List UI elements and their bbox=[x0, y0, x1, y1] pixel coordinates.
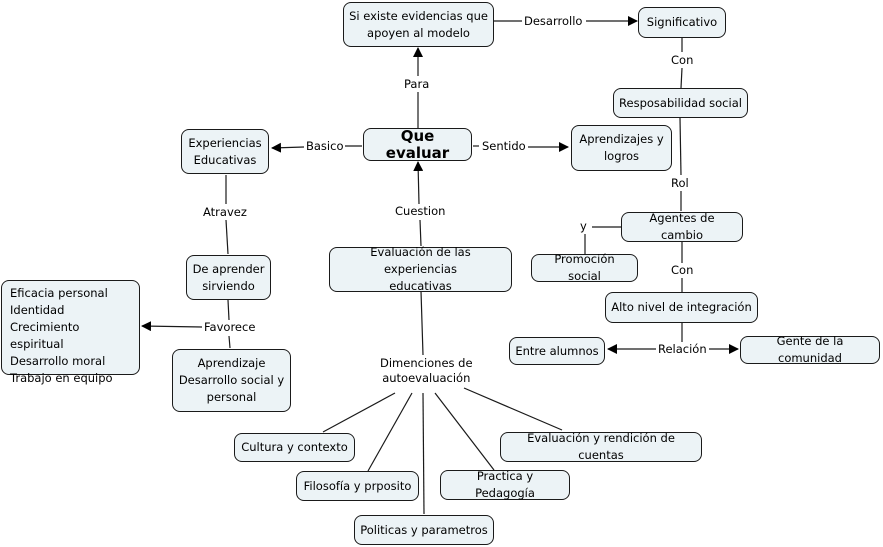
node-que-evaluar[interactable]: Que evaluar bbox=[363, 127, 472, 161]
link-relacion: Relación bbox=[656, 342, 709, 357]
node-filosofia-proposito[interactable]: Filosofía y prposito bbox=[296, 471, 419, 501]
node-aprender-sirviendo[interactable]: De aprender sirviendo bbox=[186, 255, 271, 300]
link-atravez: Atravez bbox=[201, 205, 249, 220]
node-responsabilidad-social[interactable]: Resposabilidad social bbox=[613, 88, 748, 118]
node-significativo[interactable]: Significativo bbox=[638, 7, 726, 38]
node-entre-alumnos[interactable]: Entre alumnos bbox=[509, 337, 605, 365]
node-agentes-cambio[interactable]: Agentes de cambio bbox=[621, 211, 743, 242]
link-cuestion: Cuestion bbox=[393, 204, 448, 219]
node-evaluacion-rendicion[interactable]: Evaluación y rendición de cuentas bbox=[500, 431, 702, 462]
node-aprendizaje-desarrollo[interactable]: Aprendizaje Desarrollo social y personal bbox=[172, 349, 291, 412]
node-cultura-contexto[interactable]: Cultura y contexto bbox=[234, 433, 355, 462]
link-dimensiones: Dimenciones de autoevaluación bbox=[378, 356, 475, 386]
node-alto-nivel-integracion[interactable]: Alto nivel de integración bbox=[605, 292, 758, 323]
node-practica-pedagogia[interactable]: Practica y Pedagogía bbox=[440, 469, 570, 500]
link-para: Para bbox=[402, 77, 432, 92]
link-basico: Basico bbox=[304, 139, 346, 154]
node-evaluacion-experiencias[interactable]: Evaluación de las experiencias educativa… bbox=[329, 245, 512, 293]
link-y: y bbox=[578, 219, 589, 234]
node-beneficios-list[interactable]: Eficacia personal Identidad Crecimiento … bbox=[1, 280, 140, 385]
node-aprendizajes-logros[interactable]: Aprendizajes y logros bbox=[571, 125, 672, 171]
link-desarrollo: Desarrollo bbox=[522, 14, 585, 29]
link-con-2: Con bbox=[669, 263, 696, 278]
node-gente-comunidad[interactable]: Gente de la comunidad bbox=[740, 334, 880, 365]
link-sentido: Sentido bbox=[480, 139, 528, 154]
node-promocion-social[interactable]: Promoción social bbox=[531, 252, 638, 283]
link-con-1: Con bbox=[669, 53, 696, 68]
link-rol: Rol bbox=[669, 176, 691, 191]
node-politicas-parametros[interactable]: Politicas y parametros bbox=[354, 515, 494, 545]
node-evidencias[interactable]: Si existe evidencias que apoyen al model… bbox=[343, 2, 494, 47]
node-experiencias-educativas[interactable]: Experiencias Educativas bbox=[181, 129, 269, 174]
link-favorece: Favorece bbox=[202, 320, 258, 335]
